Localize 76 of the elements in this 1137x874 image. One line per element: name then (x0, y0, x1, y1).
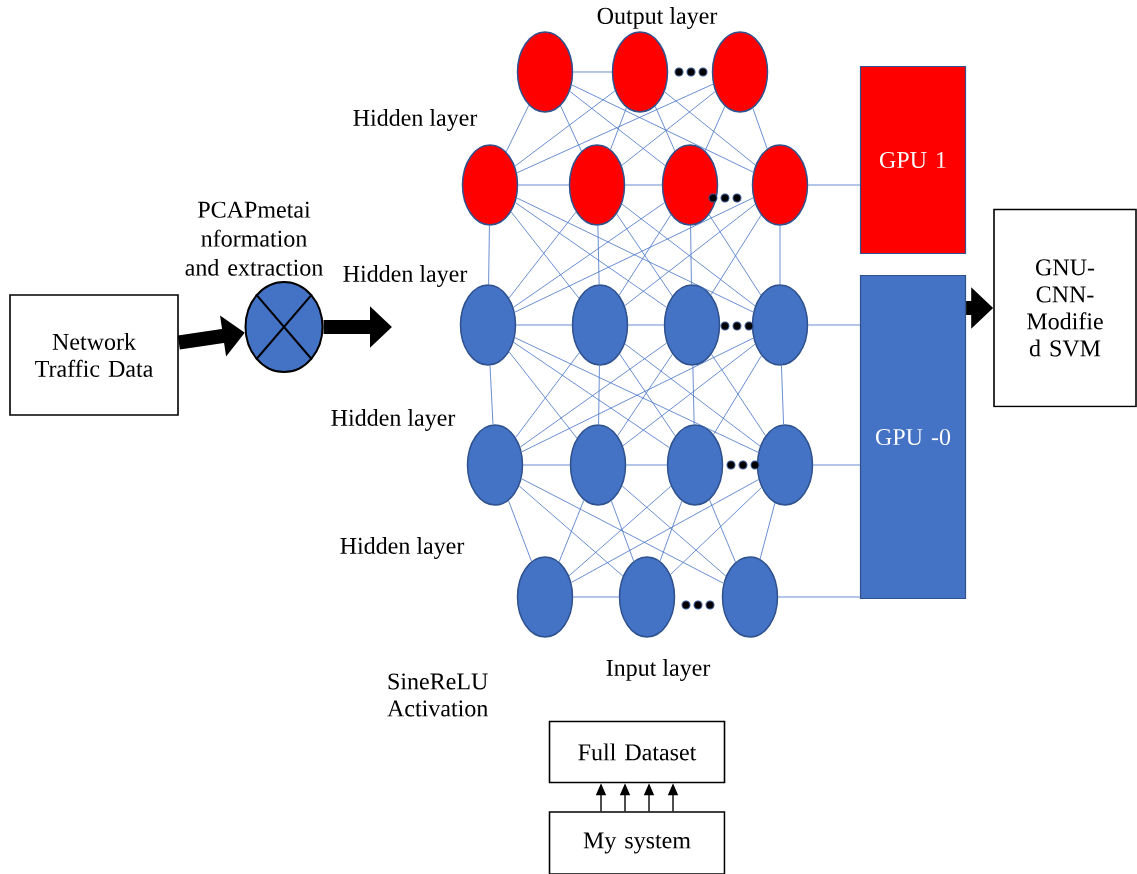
connection-line (807, 184, 861, 186)
connection-line (515, 324, 573, 326)
connection-line (522, 464, 571, 466)
neuron-circle (461, 144, 519, 226)
neuron-circle (516, 31, 574, 113)
mixer-circle (244, 281, 324, 373)
connection-line (704, 105, 726, 152)
connection-line (598, 365, 600, 425)
layer-label: Hidden layer (340, 537, 465, 559)
neuron-circle (663, 284, 721, 366)
neuron-circle (666, 424, 724, 506)
neuron-circle (721, 556, 779, 638)
gpu-block: GPU 1 (859, 65, 967, 255)
connection-line (659, 500, 683, 562)
connection-line (517, 184, 570, 186)
connection-line (625, 464, 668, 466)
neuron-circle (711, 31, 769, 113)
connection-line (489, 365, 494, 425)
connection-line (664, 91, 756, 166)
neuron-circle (568, 144, 626, 226)
neuron-circle (466, 424, 524, 506)
neuron-circle (571, 284, 629, 366)
connection-line (568, 485, 672, 577)
text-box: Full Dataset (548, 720, 726, 784)
connection-line (621, 485, 727, 577)
connection-line (569, 90, 666, 166)
neuron-circle (516, 556, 574, 638)
connection-line (624, 184, 663, 186)
connection-line (488, 225, 490, 285)
connection-line (709, 499, 736, 563)
layer-label: SineReLU Activation (387, 673, 488, 717)
connection-line (812, 464, 861, 466)
connection-line (572, 596, 620, 598)
connection-line (777, 596, 861, 598)
neuron-circle (569, 424, 627, 506)
connection-line (752, 107, 768, 150)
text-box: Network Traffic Data (9, 294, 179, 416)
connection-line (807, 324, 861, 326)
gpu-block: GPU -0 (859, 274, 967, 600)
connection-line (521, 478, 724, 584)
connection-line (508, 500, 532, 562)
connection-line (627, 324, 665, 326)
connection-line (610, 107, 627, 150)
connection-line (692, 365, 695, 425)
neuron-circle (751, 144, 809, 226)
connection-line (518, 485, 624, 577)
neuron-circle (611, 31, 669, 113)
neuron-circle (618, 556, 676, 638)
connection-line (670, 487, 762, 575)
neuron-circle (751, 284, 809, 366)
connection-line (571, 479, 759, 583)
neuron-circle (756, 424, 814, 506)
connection-line (505, 104, 530, 153)
connection-line (560, 105, 582, 152)
text-box: My system (548, 811, 726, 874)
connection-line (516, 83, 714, 174)
layer-label: Hidden layer (343, 265, 468, 287)
connection-line (571, 84, 754, 173)
caption-text: PCAPmetai nformation and extraction (185, 201, 323, 276)
text-box: GNU- CNN- Modifie d SVM (993, 208, 1137, 408)
layer-label: Hidden layer (331, 409, 456, 431)
connection-line (654, 105, 676, 152)
layer-label: Hidden layer (353, 109, 478, 131)
layer-label: Output layer (597, 7, 718, 29)
connection-line (572, 71, 613, 73)
neuron-circle (661, 144, 719, 226)
connection-line (610, 500, 635, 562)
connection-line (759, 502, 776, 560)
connection-line (779, 225, 781, 285)
connection-line (514, 90, 616, 167)
connection-line (621, 91, 716, 166)
layer-label: Input layer (606, 659, 711, 681)
connection-line (690, 225, 692, 285)
connection-line (781, 365, 784, 425)
connection-line (597, 225, 600, 285)
connection-line (558, 499, 585, 563)
